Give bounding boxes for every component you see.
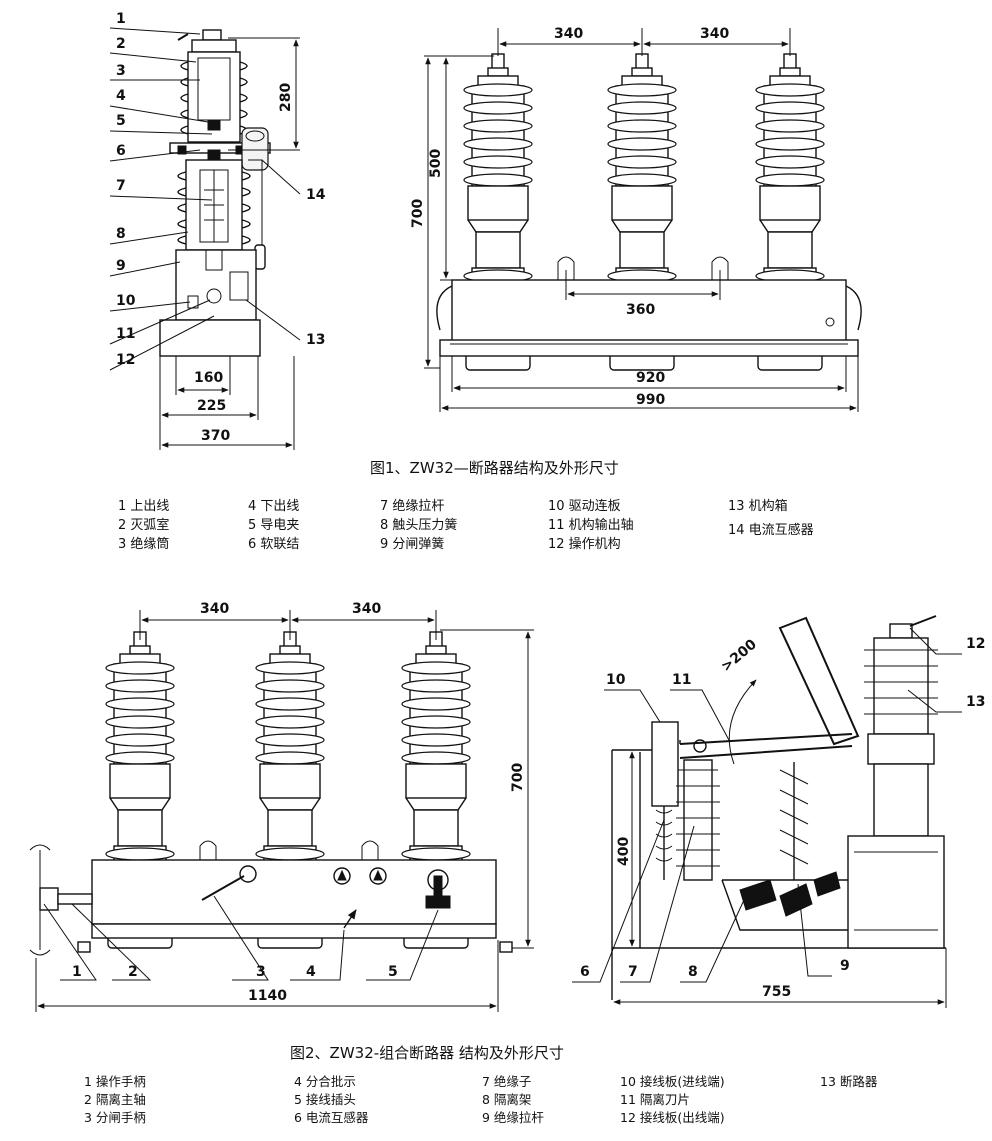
fig2-callout-1: 1 <box>72 964 82 980</box>
fig2-callout-4: 4 <box>306 964 316 980</box>
callout-14: 14 <box>306 187 326 203</box>
dim-990: 990 <box>636 392 665 408</box>
fig2-callout-13: 13 <box>966 694 985 710</box>
fig2-callout-3: 3 <box>256 964 266 980</box>
dim-225: 225 <box>197 398 226 414</box>
fig2-callout-6: 6 <box>580 964 590 980</box>
svg-text:9 分闸弹簧: 9 分闸弹簧 <box>380 536 444 552</box>
callout-9: 9 <box>116 258 126 274</box>
fig1-side-dims: 280 160 225 370 <box>159 37 300 450</box>
svg-text:7 绝缘拉杆: 7 绝缘拉杆 <box>380 498 444 514</box>
svg-text:6 软联结: 6 软联结 <box>248 537 299 552</box>
svg-text:3 绝缘筒: 3 绝缘筒 <box>118 536 169 552</box>
dim-370: 370 <box>201 428 230 444</box>
fig2-front-view <box>29 632 513 956</box>
fig2-side-callouts: 6 7 8 9 10 11 12 13 <box>572 627 985 983</box>
svg-text:3 分闸手柄: 3 分闸手柄 <box>84 1110 146 1125</box>
callout-3: 3 <box>116 63 126 79</box>
fig2-legend: 1 操作手柄 2 隔离主轴 3 分闸手柄 4 分合批示 5 接线插头 6 电流互… <box>84 1074 878 1125</box>
svg-text:13 机构箱: 13 机构箱 <box>728 498 788 514</box>
callout-6: 6 <box>116 143 126 159</box>
svg-text:14 电流互感器: 14 电流互感器 <box>728 522 814 538</box>
svg-text:10 驱动连板: 10 驱动连板 <box>548 498 621 514</box>
svg-text:12 操作机构: 12 操作机构 <box>548 536 621 552</box>
fig1-side-view <box>159 29 271 357</box>
svg-text:11 机构输出轴: 11 机构输出轴 <box>548 517 634 533</box>
svg-text:5 导电夹: 5 导电夹 <box>248 518 299 533</box>
svg-text:1 上出线: 1 上出线 <box>118 499 169 514</box>
fig1-legend: 1 上出线 2 灭弧室 3 绝缘筒 4 下出线 5 导电夹 6 软联结 7 绝缘… <box>118 498 814 552</box>
fig2-callout-7: 7 <box>628 964 638 980</box>
dim-160: 160 <box>194 370 223 386</box>
dim-360: 360 <box>626 302 655 318</box>
callout-8: 8 <box>116 226 126 242</box>
svg-text:1 操作手柄: 1 操作手柄 <box>84 1074 146 1089</box>
fig2-dim-340-b: 340 <box>352 601 381 617</box>
callout-5: 5 <box>116 113 126 129</box>
fig2-callout-5: 5 <box>388 964 398 980</box>
fig2-caption: 图2、ZW32-组合断路器 结构及外形尺寸 <box>290 1044 564 1062</box>
fig2-side-dims: 400 755 <box>613 751 947 1008</box>
fig2-dim-1140: 1140 <box>248 988 287 1004</box>
svg-text:2 隔离主轴: 2 隔离主轴 <box>84 1092 146 1107</box>
fig2-callout-11: 11 <box>672 672 691 688</box>
svg-text:7 绝缘子: 7 绝缘子 <box>482 1074 531 1089</box>
fig2-dim-700: 700 <box>510 763 526 792</box>
dim-700: 700 <box>410 199 426 228</box>
dim-340-a: 340 <box>554 26 583 42</box>
fig2-dim-400: 400 <box>616 837 632 866</box>
fig1-front-dims: 340 340 500 700 360 920 990 <box>410 26 859 412</box>
dim-280: 280 <box>278 83 294 112</box>
svg-text:2 灭弧室: 2 灭弧室 <box>118 517 169 533</box>
svg-text:8 隔离架: 8 隔离架 <box>482 1092 531 1107</box>
fig2-callout-12: 12 <box>966 636 985 652</box>
svg-text:5 接线插头: 5 接线插头 <box>294 1092 356 1107</box>
svg-text:6 电流互感器: 6 电流互感器 <box>294 1110 369 1125</box>
svg-text:4 下出线: 4 下出线 <box>248 499 299 514</box>
fig2-callout-2: 2 <box>128 964 138 980</box>
callout-7: 7 <box>116 178 126 194</box>
callout-1: 1 <box>116 11 126 27</box>
fig1-front-view <box>436 54 862 370</box>
dim-500: 500 <box>428 149 444 178</box>
callout-11: 11 <box>116 326 135 342</box>
callout-10: 10 <box>116 293 136 309</box>
callout-13: 13 <box>306 332 325 348</box>
svg-text:4 分合批示: 4 分合批示 <box>294 1074 356 1089</box>
fig2-dim-755: 755 <box>762 984 791 1000</box>
fig2-callout-9: 9 <box>840 958 850 974</box>
callout-4: 4 <box>116 88 126 104</box>
fig2-front-dims: 340 340 700 1140 <box>35 601 534 1012</box>
svg-text:8 触头压力簧: 8 触头压力簧 <box>380 517 457 533</box>
fig2-side-view: >200 <box>611 615 946 1000</box>
fig1-caption: 图1、ZW32—断路器结构及外形尺寸 <box>370 459 619 477</box>
svg-text:12 接线板(出线端): 12 接线板(出线端) <box>620 1110 725 1125</box>
svg-text:11 隔离刀片: 11 隔离刀片 <box>620 1092 690 1107</box>
fig2-dim-340-a: 340 <box>200 601 229 617</box>
dim-340-b: 340 <box>700 26 729 42</box>
callout-2: 2 <box>116 36 126 52</box>
fig2-front-callouts: 1 2 3 4 5 <box>43 895 439 981</box>
svg-text:9 绝缘拉杆: 9 绝缘拉杆 <box>482 1110 544 1125</box>
fig2-callout-10: 10 <box>606 672 626 688</box>
svg-text:13 断路器: 13 断路器 <box>820 1074 878 1089</box>
svg-text:10 接线板(进线端): 10 接线板(进线端) <box>620 1074 725 1089</box>
fig2-dim-200: >200 <box>718 636 760 675</box>
fig1-side-callouts: 1 2 3 4 5 6 7 8 9 10 11 12 13 14 <box>109 11 326 371</box>
dim-920: 920 <box>636 370 665 386</box>
fig2-callout-8: 8 <box>688 964 698 980</box>
